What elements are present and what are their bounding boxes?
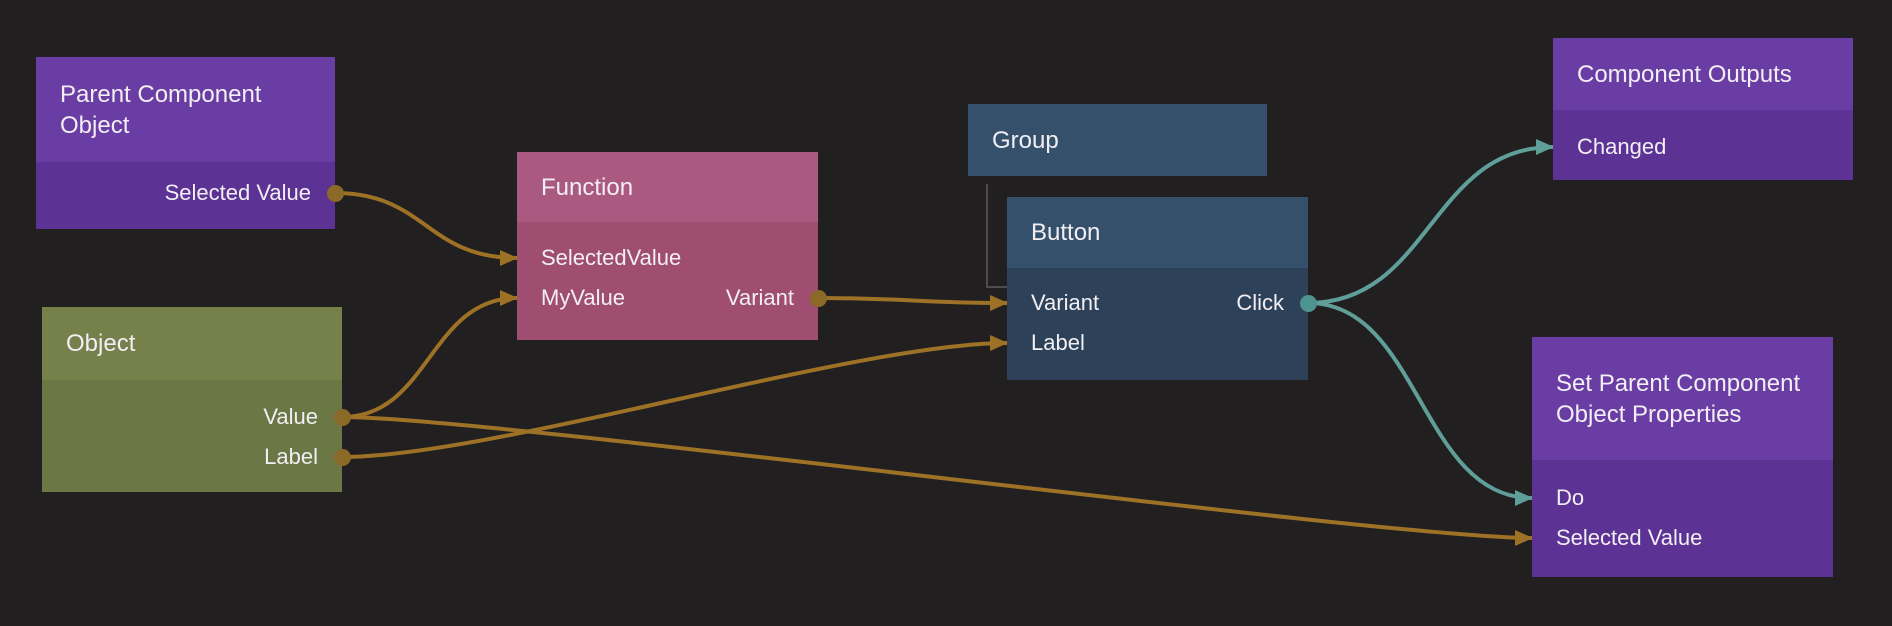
value-output-dot[interactable] bbox=[334, 409, 351, 426]
node-body: Changed bbox=[1553, 110, 1853, 180]
input-port-selectedvalue[interactable]: SelectedValue bbox=[541, 245, 682, 270]
node-header: Parent Component Object bbox=[36, 57, 335, 162]
node-title: Object bbox=[66, 330, 136, 357]
port-row: Selected Value bbox=[36, 173, 344, 213]
output-port-click[interactable]: Click bbox=[1236, 290, 1284, 315]
node-title: Group bbox=[992, 126, 1059, 154]
node-header: Group bbox=[968, 104, 1267, 176]
port-row: Changed bbox=[1553, 127, 1853, 167]
selected-value-output-dot[interactable] bbox=[327, 185, 344, 202]
input-port-changed[interactable]: Changed bbox=[1577, 134, 1667, 159]
port-row: Do bbox=[1532, 478, 1833, 518]
wire-function.variant-to-button.variant[interactable] bbox=[817, 294, 1008, 311]
port-row: Value bbox=[42, 397, 351, 437]
node-title: Set Parent Component Object Properties bbox=[1556, 369, 1801, 428]
port-row: MyValue Variant bbox=[517, 278, 827, 318]
port-row: Label bbox=[42, 437, 351, 477]
wire-button.click-to-component-outputs.changed[interactable] bbox=[1307, 139, 1554, 305]
node-header: Function bbox=[517, 152, 818, 222]
port-row: Variant Click bbox=[1007, 283, 1317, 323]
node-title: Parent Component Object bbox=[60, 80, 262, 139]
output-port-label[interactable]: Label bbox=[264, 444, 318, 469]
wire-object.value-to-function.myvalue[interactable] bbox=[341, 290, 518, 419]
child-link-group-to-button bbox=[986, 184, 1007, 288]
node-title: Function bbox=[541, 173, 634, 201]
node-header: Component Outputs bbox=[1553, 38, 1853, 110]
output-port-variant[interactable]: Variant bbox=[725, 285, 794, 310]
input-port-variant[interactable]: Variant bbox=[1031, 290, 1100, 315]
output-port-value[interactable]: Value bbox=[263, 404, 318, 429]
input-port-selected-value[interactable]: Selected Value bbox=[1556, 525, 1703, 550]
input-port-label[interactable]: Label bbox=[1031, 330, 1085, 355]
node-title: Button bbox=[1031, 219, 1101, 246]
port-row: SelectedValue bbox=[517, 238, 818, 278]
output-port-selected-value[interactable]: Selected Value bbox=[164, 180, 311, 205]
label-output-dot[interactable] bbox=[334, 449, 351, 466]
variant-output-dot[interactable] bbox=[810, 290, 827, 307]
port-row: Label bbox=[1007, 323, 1308, 363]
node-body: Selected Value bbox=[36, 162, 344, 229]
wire-parent-component-object.selected-value-to-function.selectedvalue[interactable] bbox=[334, 191, 518, 266]
node-header: Button bbox=[1007, 197, 1308, 268]
node-header: Object bbox=[42, 307, 342, 380]
input-port-do[interactable]: Do bbox=[1556, 485, 1585, 510]
port-row: Selected Value bbox=[1532, 518, 1833, 558]
wire-object.label-to-button.label[interactable] bbox=[341, 335, 1008, 459]
node-header: Set Parent Component Object Properties bbox=[1532, 337, 1833, 460]
node-group[interactable]: Group bbox=[968, 104, 1267, 176]
wire-button.click-to-set-parent-component-object-properties.do[interactable] bbox=[1307, 301, 1533, 506]
node-title: Component Outputs bbox=[1577, 60, 1792, 88]
wire-object.value-to-set-parent-component-object-properties.selected-value[interactable] bbox=[341, 415, 1533, 546]
click-output-dot[interactable] bbox=[1300, 295, 1317, 312]
input-port-myvalue[interactable]: MyValue bbox=[541, 285, 625, 310]
